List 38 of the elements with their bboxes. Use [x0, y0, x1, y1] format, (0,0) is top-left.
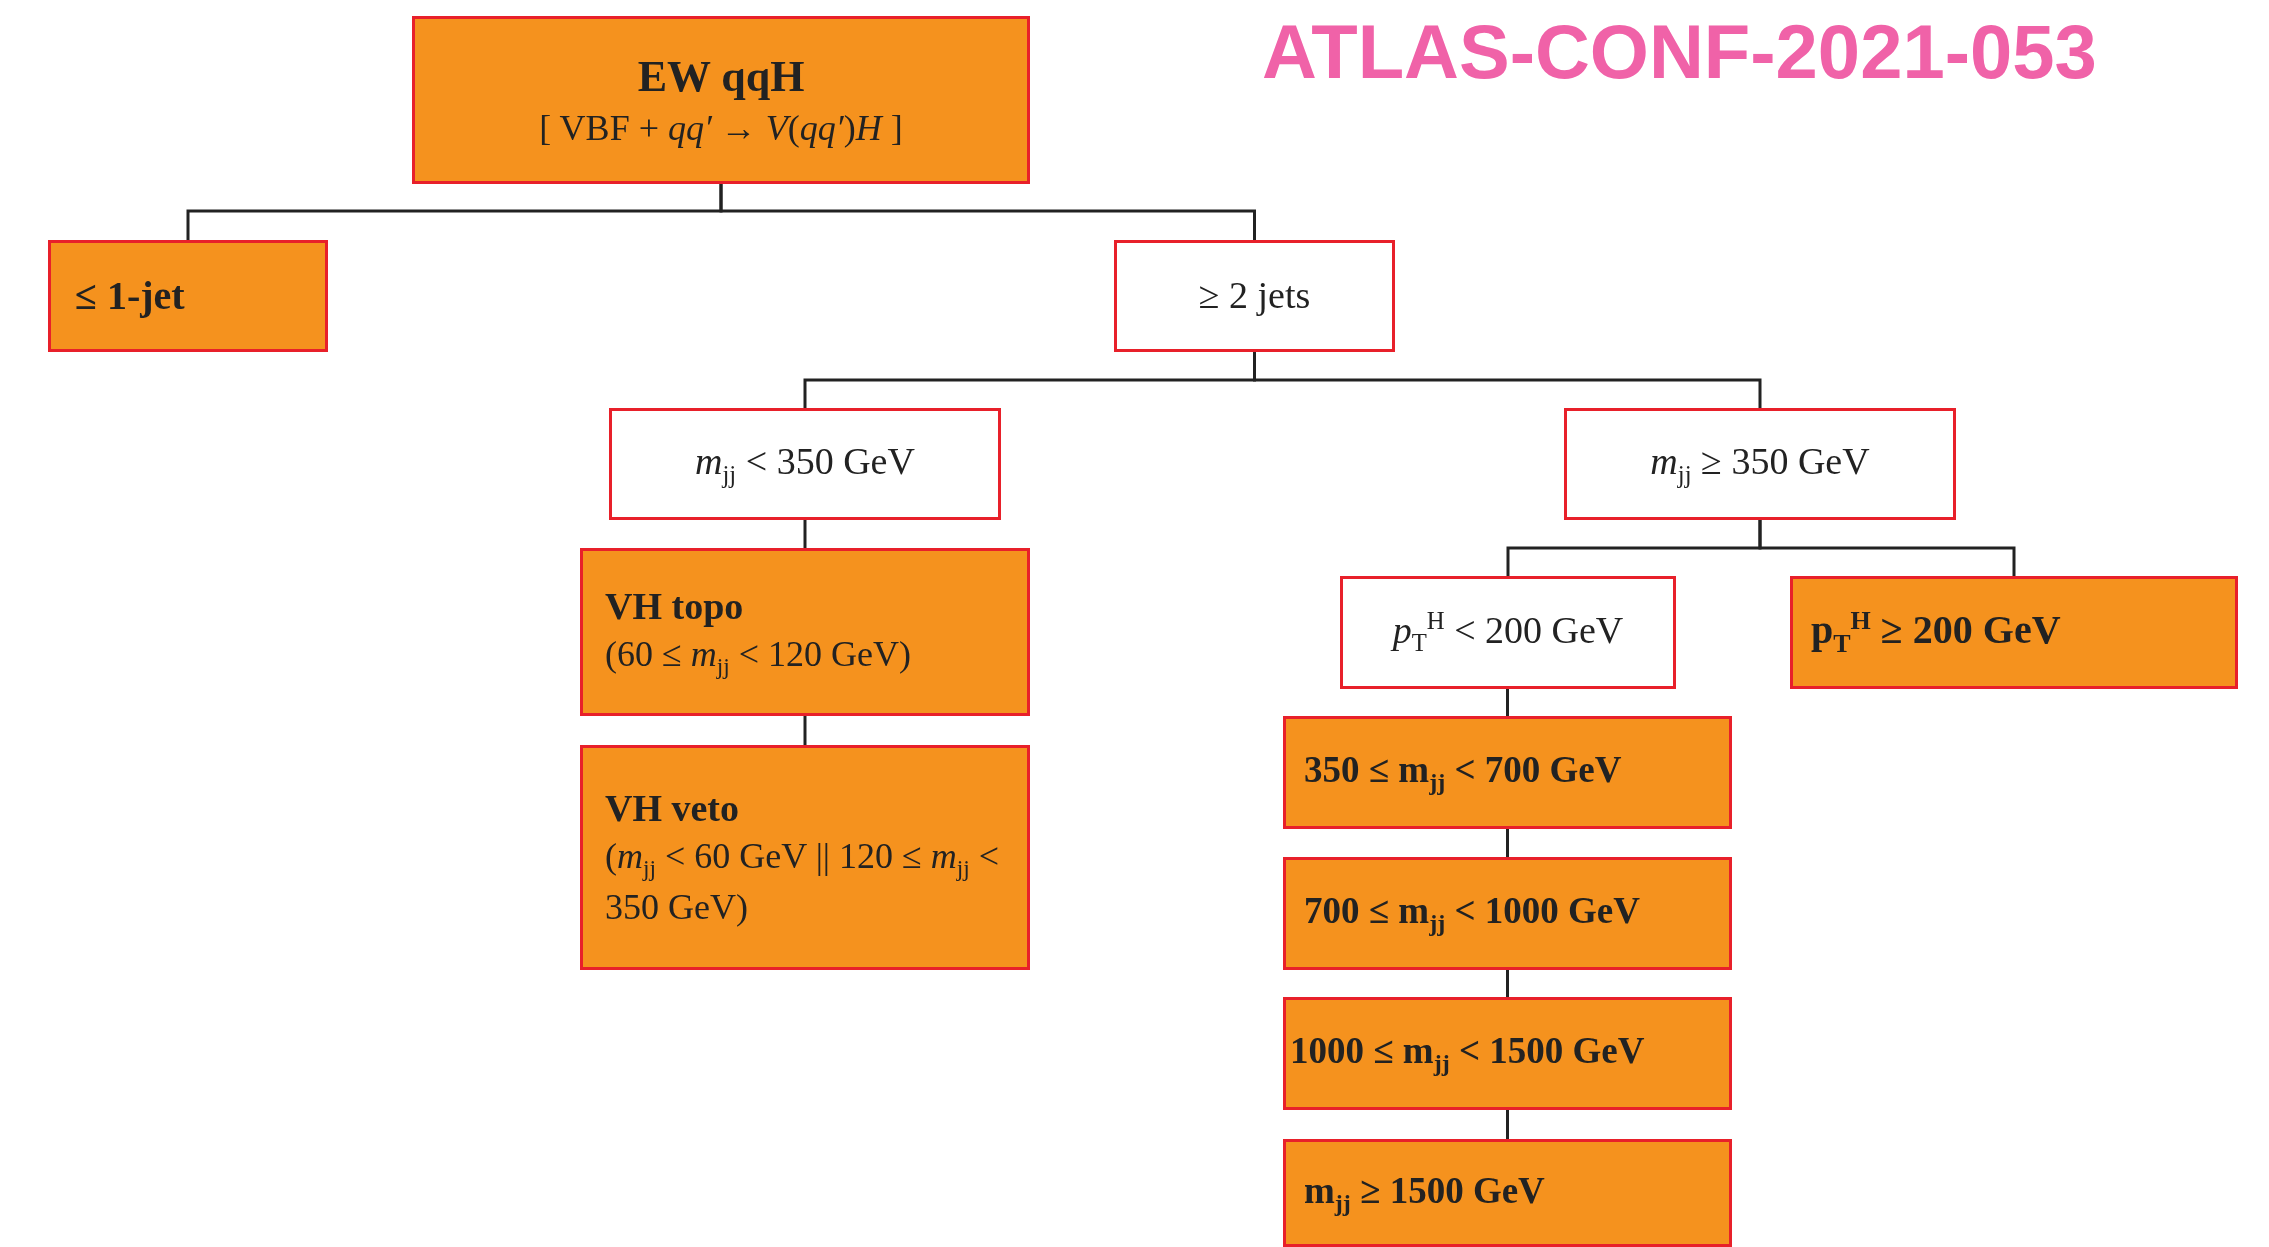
box-text: m$_{jj}$ ≥ 350 GeV [1650, 439, 1870, 490]
category-box [1283, 716, 1732, 829]
category-box [1564, 408, 1956, 520]
box-heading: VH topo [605, 584, 744, 629]
connector-line [1506, 689, 1509, 716]
connector-line [719, 184, 1256, 240]
box-text: 700 ≤ m$_{jj}$ < 1000 GeV [1304, 889, 1640, 939]
category-box [609, 408, 1001, 520]
box-text: ≥ 2 jets [1198, 273, 1311, 319]
box-text: 350 ≤ m$_{jj}$ < 700 GeV [1304, 748, 1622, 798]
connector-line [1506, 970, 1509, 997]
category-box [1340, 576, 1676, 689]
connector-line [803, 716, 807, 745]
connector-line [1758, 520, 2016, 576]
category-box [1283, 857, 1732, 970]
box-text: [ VBF + qq′ → V(qq′)H ] [539, 107, 903, 151]
connector-line [1506, 1110, 1509, 1139]
category-box [1283, 997, 1732, 1110]
box-text: m$_{jj}$ < 350 GeV [695, 439, 915, 490]
box-text: p$_{T}$$^{H}$ < 200 GeV [1392, 606, 1624, 659]
category-box [412, 16, 1030, 184]
category-box [580, 745, 1030, 970]
box-text: 1000 ≤ m$_{jj}$ < 1500 GeV [1290, 1029, 1645, 1079]
box-text: ≤ 1-jet [75, 272, 185, 320]
category-box [1283, 1139, 1732, 1247]
box-heading: EW qqH [637, 51, 805, 103]
category-box [580, 548, 1030, 716]
box-heading: VH veto [605, 786, 740, 832]
connector-line [1506, 829, 1509, 857]
category-box [1790, 576, 2238, 689]
box-text: (60 ≤ m$_{jj}$ < 120 GeV) [605, 633, 911, 682]
document-id: ATLAS-CONF-2021-053 [1262, 8, 2097, 95]
box-text: (m$_{jj}$ < 60 GeV || 120 ≤ m$_{jj}$ < 350 GeV) [605, 835, 1001, 930]
category-box [48, 240, 328, 352]
connector-line [803, 520, 807, 548]
box-text: p$_{T}$$^{H}$ ≥ 200 GeV [1811, 604, 2061, 661]
category-box [1114, 240, 1395, 352]
box-text: m$_{jj}$ ≥ 1500 GeV [1304, 1168, 1545, 1219]
